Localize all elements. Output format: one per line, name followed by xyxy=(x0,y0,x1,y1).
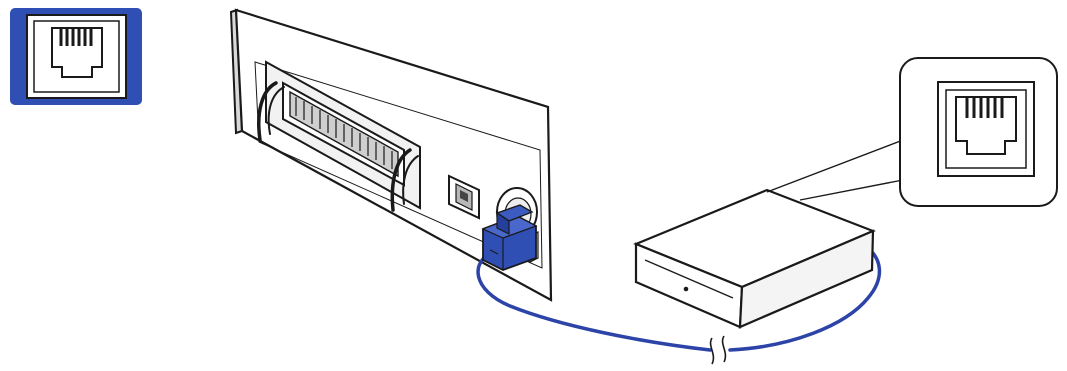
cash-drawer xyxy=(636,190,873,327)
rj-port-icon xyxy=(10,8,142,105)
callout-rj-port-icon xyxy=(767,58,1057,206)
